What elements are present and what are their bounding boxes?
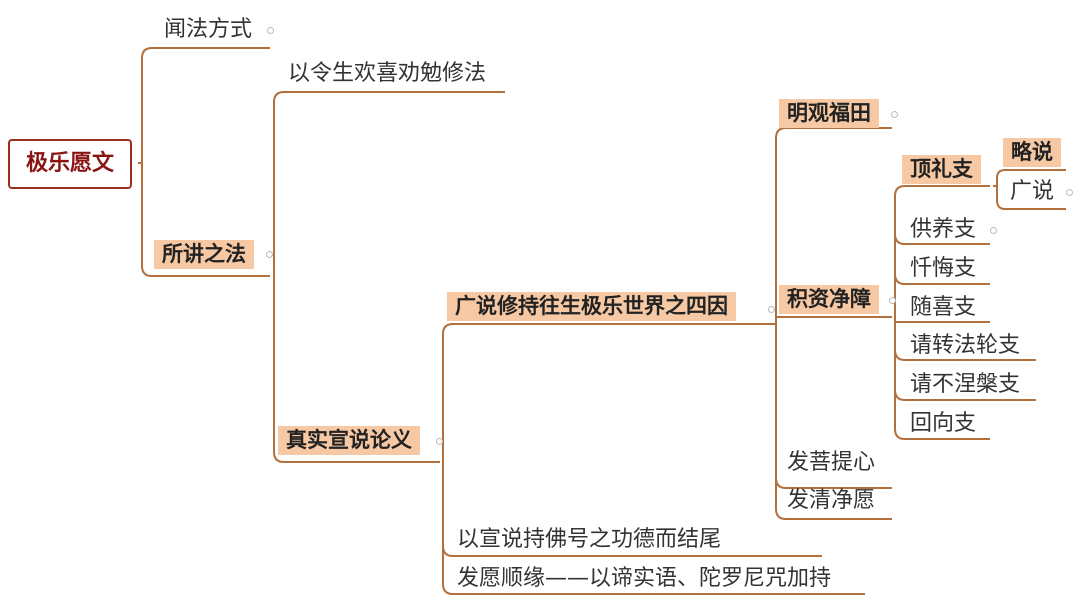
node-lueshuo[interactable]: 略说 <box>1003 138 1061 167</box>
node-dingli[interactable]: 顶礼支 <box>902 155 981 184</box>
node-guangshuo-sixin[interactable]: 广说修持往生极乐世界之四因 <box>447 292 736 321</box>
node-mingguan[interactable]: 明观福田 <box>779 99 879 128</box>
collapsed-marker-icon[interactable] <box>266 251 273 258</box>
node-zhenshi[interactable]: 真实宣说论义 <box>278 426 420 455</box>
node-fayuan[interactable]: 发愿顺缘——以谛实语、陀罗尼咒加持 <box>457 566 832 591</box>
node-suojiang[interactable]: 所讲之法 <box>154 240 254 269</box>
collapsed-marker-icon[interactable] <box>891 111 898 118</box>
node-suixi[interactable]: 随喜支 <box>910 295 977 320</box>
node-qingbu[interactable]: 请不涅槃支 <box>910 372 1021 397</box>
node-guangshuo-detail[interactable]: 广说 <box>1010 179 1055 204</box>
node-qingzhuan[interactable]: 请转法轮支 <box>910 333 1021 358</box>
node-yixuan[interactable]: 以宣说持佛号之功德而结尾 <box>457 527 722 552</box>
collapsed-marker-icon[interactable] <box>768 306 775 313</box>
node-jizi[interactable]: 积资净障 <box>779 285 879 314</box>
root-node[interactable]: 极乐愿文 <box>8 139 133 189</box>
node-yiling[interactable]: 以令生欢喜劝勉修法 <box>288 61 487 86</box>
node-faqing[interactable]: 发清净愿 <box>787 488 876 513</box>
node-gongyang[interactable]: 供养支 <box>910 217 977 242</box>
collapsed-marker-icon[interactable] <box>889 297 896 304</box>
node-wenfa[interactable]: 闻法方式 <box>164 17 253 42</box>
collapsed-marker-icon[interactable] <box>267 27 274 34</box>
collapsed-marker-icon[interactable] <box>436 438 443 445</box>
node-chanhui[interactable]: 忏悔支 <box>910 256 977 281</box>
collapsed-marker-icon[interactable] <box>1066 189 1073 196</box>
node-faputi[interactable]: 发菩提心 <box>787 450 876 475</box>
node-huixiang[interactable]: 回向支 <box>910 411 977 436</box>
collapsed-marker-icon[interactable] <box>990 227 997 234</box>
